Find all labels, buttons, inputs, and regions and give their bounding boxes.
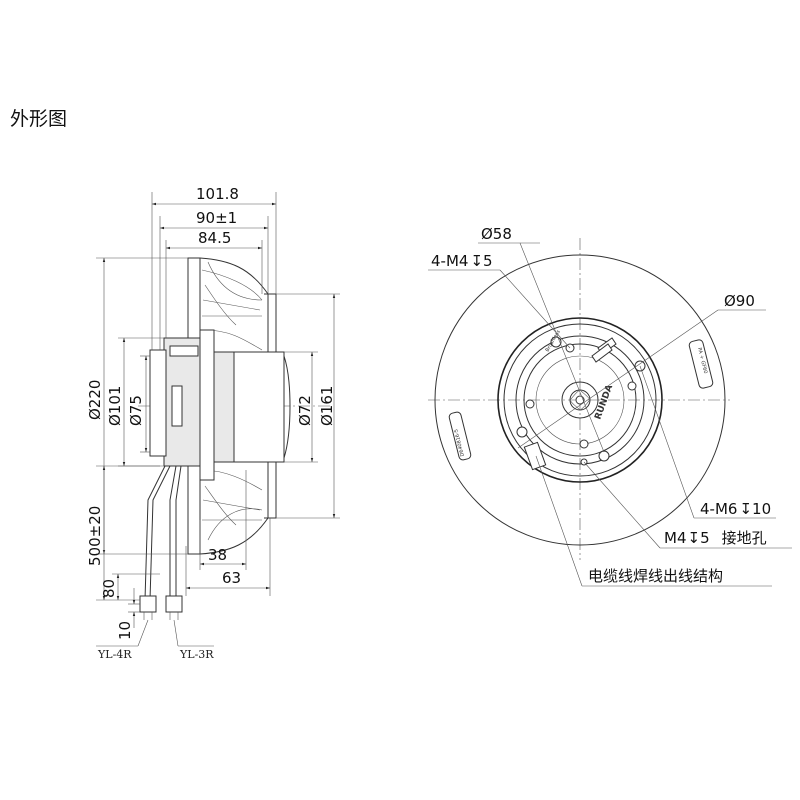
dim-90: 90±1 (196, 209, 237, 227)
dim-10: 10 (116, 621, 134, 640)
cable-bundle (144, 465, 182, 601)
dim-d101: Ø101 (106, 386, 124, 426)
rotor-outline (515, 335, 645, 465)
svg-text:RUNDA: RUNDA (593, 384, 615, 421)
drawing-title: 外形图 (10, 108, 68, 130)
hub-outer (561, 381, 599, 419)
rotor-face (523, 343, 637, 457)
dim-d75: Ø75 (127, 395, 145, 426)
rating-plate (688, 339, 714, 389)
connector-yl4r (139, 595, 157, 613)
front-view: Brushless RUNDA PA + GF60 D640816-S Ø58 … (428, 225, 792, 587)
label-d90: Ø90 (724, 292, 755, 310)
cable-slot-2 (591, 343, 613, 363)
label-cable-structure: 电缆线焊线出线结构 (588, 567, 723, 585)
inlet-ring-outer (497, 317, 663, 483)
label-d58: Ø58 (481, 225, 512, 243)
rotor-cup (233, 351, 285, 463)
dim-84-5: 84.5 (198, 229, 231, 247)
rotor-housing (211, 351, 235, 463)
dim-500: 500±20 (86, 506, 104, 566)
cable-exit (523, 441, 547, 471)
dim-d161: Ø161 (318, 386, 336, 426)
label-yl3r: YL-3R (179, 648, 214, 661)
connector-yl3r (165, 595, 183, 613)
hub-plate (199, 329, 215, 481)
dim-101-8: 101.8 (196, 185, 239, 203)
inlet-ring-inner (503, 323, 657, 477)
impeller-outline (434, 254, 726, 546)
stamp-plate (448, 411, 472, 461)
dim-d72: Ø72 (296, 395, 314, 426)
rotor-front (283, 355, 291, 459)
dim-63: 63 (222, 569, 241, 587)
side-view: 101.8 90±1 84.5 Ø220 Ø101 Ø75 Ø72 Ø161 5… (86, 185, 340, 661)
motor-clip (169, 345, 199, 357)
label-4-m6: 4-M6↧10 (700, 500, 771, 518)
dim-d220: Ø220 (86, 380, 104, 420)
label-4-m4: 4-M4↧5 (431, 252, 493, 270)
label-yl4r: YL-4R (97, 648, 132, 661)
dim-38: 38 (208, 546, 227, 564)
motor-bracket (171, 385, 183, 427)
motor-rear-cap (149, 349, 167, 457)
dim-80: 80 (100, 579, 118, 598)
